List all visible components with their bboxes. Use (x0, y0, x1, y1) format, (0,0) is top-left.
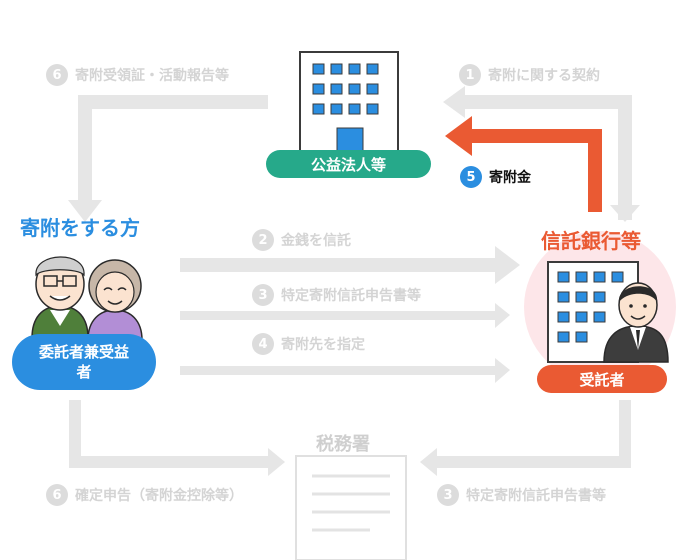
arrow-declaration-tax-head (420, 448, 437, 476)
step-number-badge: 2 (252, 229, 274, 251)
businessman-icon (603, 282, 669, 363)
arrow-declaration-tax (435, 400, 631, 468)
step-3-declaration-tax: 3 特定寄附信託申告書等 (437, 484, 606, 506)
step-number-badge: 1 (459, 64, 481, 86)
bank-title: 信託銀行等 (541, 229, 641, 253)
public-corp-building-icon (299, 51, 399, 157)
elderly-man-icon (31, 256, 89, 339)
step-6-receipt: 6 寄附受領証・活動報告等 (46, 64, 229, 86)
step-number-badge: 6 (46, 64, 68, 86)
elderly-woman-icon (87, 259, 143, 341)
step-6-tax-return: 6 確定申告（寄附金控除等） (46, 484, 243, 506)
step-number-badge: 4 (252, 333, 274, 355)
arrow-receipt-report (78, 95, 268, 205)
step-4-designate: 4 寄附先を指定 (252, 333, 365, 355)
arrow-designate-body (180, 366, 500, 375)
step-label: 寄附に関する契約 (488, 68, 600, 84)
step-label: 特定寄附信託申告書等 (281, 288, 421, 304)
arrow-receipt-report-head (68, 200, 102, 222)
arrow-designate-head (495, 358, 510, 383)
step-label: 確定申告（寄附金控除等） (75, 488, 243, 504)
arrow-tax-return-head (268, 448, 285, 476)
step-1-contract: 1 寄附に関する契約 (459, 64, 600, 86)
step-number-badge: 5 (460, 166, 482, 188)
step-2-trust-money: 2 金銭を信託 (252, 229, 351, 251)
tax-office-document-icon (295, 455, 407, 560)
step-3-declaration: 3 特定寄附信託申告書等 (252, 284, 421, 306)
arrow-money-body (180, 258, 500, 272)
step-label: 寄附金 (489, 170, 531, 186)
tax-office-label: 税務署 (316, 434, 370, 455)
trustee-label: 受託者 (537, 365, 667, 393)
step-label: 寄附受領証・活動報告等 (75, 68, 229, 84)
step-5-donation: 5 寄附金 (460, 166, 531, 188)
step-number-badge: 6 (46, 484, 68, 506)
arrow-contract-tail (610, 205, 640, 222)
arrow-tax-return (69, 400, 270, 468)
public-corp-label: 公益法人等 (266, 150, 431, 178)
donor-title: 寄附をする方 (20, 216, 140, 240)
arrow-declaration-head (495, 303, 510, 328)
arrow-contract-head (443, 86, 465, 118)
step-label: 金銭を信託 (281, 233, 351, 249)
step-label: 特定寄附信託申告書等 (466, 488, 606, 504)
donor-role-label: 委託者兼受益者 (12, 334, 156, 390)
arrow-money-head (495, 246, 520, 284)
step-number-badge: 3 (437, 484, 459, 506)
arrow-donation (470, 129, 602, 212)
arrow-donation-head (445, 116, 472, 156)
arrow-contract (460, 95, 632, 220)
arrow-declaration-body (180, 311, 500, 320)
step-number-badge: 3 (252, 284, 274, 306)
step-label: 寄附先を指定 (281, 337, 365, 353)
